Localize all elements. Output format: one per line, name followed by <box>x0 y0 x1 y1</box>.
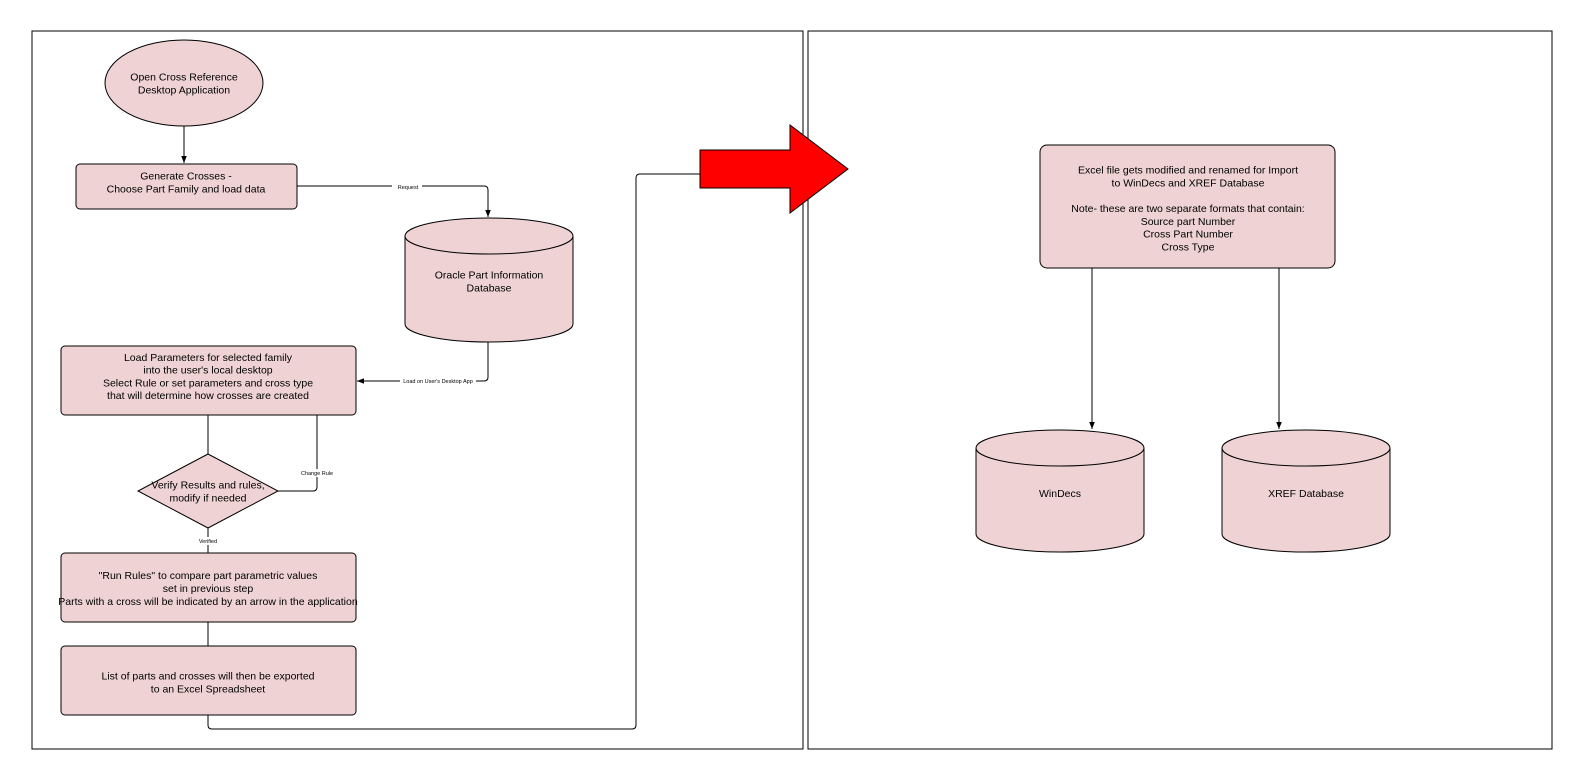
node-text-line: Cross Type <box>1162 241 1215 253</box>
node-export <box>60 645 357 716</box>
node-text-line: Cross Part Number <box>1143 229 1233 241</box>
node-xref-db <box>1221 429 1391 553</box>
right-panel-frame <box>807 30 1553 750</box>
node-excel-modified-text: Excel file gets modified and renamed for… <box>1071 165 1304 254</box>
node-text-line: into the user's local desktop <box>143 365 272 377</box>
node-oracle-db <box>404 217 574 343</box>
node-text-line: Oracle Part Information <box>435 270 544 282</box>
node-load-params <box>60 345 357 416</box>
node-verify-text: Verify Results and rules,modify if neede… <box>151 480 264 505</box>
edge-label-verified-group: Verified <box>196 537 220 545</box>
node-text-line: Source part Number <box>1141 216 1236 228</box>
node-text-line <box>1187 190 1190 202</box>
node-text-line: Desktop Application <box>138 84 230 96</box>
node-text-line: WinDecs <box>1039 488 1081 500</box>
node-text-line: Select Rule or set parameters and cross … <box>103 377 313 389</box>
node-generate-crosses-text: Generate Crosses -Choose Part Family and… <box>107 171 266 196</box>
node-text-line: modify if needed <box>169 492 246 504</box>
edge-label-request-group: Request <box>392 183 422 191</box>
node-text-line: set in previous step <box>163 583 254 595</box>
edge-load-on-desktop <box>357 342 489 384</box>
edge-request <box>297 185 491 217</box>
node-text-line: List of parts and crosses will then be e… <box>101 671 314 683</box>
edge-label-request: Request <box>398 185 419 191</box>
node-text-line: XREF Database <box>1268 488 1344 500</box>
node-verify <box>136 453 280 529</box>
node-export-text: List of parts and crosses will then be e… <box>101 671 314 696</box>
edge-label-verified: Verified <box>199 539 217 545</box>
node-run-rules-text: "Run Rules" to compare part parametric v… <box>58 570 358 608</box>
edge-label-load-group: Load on User's Desktop App <box>400 378 476 385</box>
node-generate-crosses <box>75 163 298 210</box>
edge-label-change-rule-group: Change Rule <box>298 469 336 477</box>
node-open-app <box>104 39 264 127</box>
node-text-line: Choose Part Family and load data <box>107 183 266 195</box>
node-text-line: "Run Rules" to compare part parametric v… <box>99 570 318 582</box>
edge-label-change-rule: Change Rule <box>301 471 333 477</box>
edge-change-rule <box>278 415 318 492</box>
node-windecs-text: WinDecs <box>1039 488 1081 500</box>
node-text-line: Verify Results and rules, <box>151 480 264 492</box>
edge-label-load-on-desktop: Load on User's Desktop App <box>403 379 473 385</box>
node-text-line: Excel file gets modified and renamed for… <box>1078 165 1298 177</box>
node-text-line: Open Cross Reference <box>130 72 238 84</box>
node-text-line: Parts with a cross will be indicated by … <box>58 596 358 608</box>
transition-arrow-icon <box>699 123 849 215</box>
node-text-line: Load Parameters for selected family <box>124 352 293 364</box>
node-text-line: that will determine how crosses are crea… <box>107 390 309 402</box>
node-xref-db-text: XREF Database <box>1268 488 1344 500</box>
node-text-line: to an Excel Spreadsheet <box>151 683 265 695</box>
node-excel-modified <box>1039 144 1336 269</box>
node-text-line: Generate Crosses - <box>140 171 232 183</box>
edge-export-to-right <box>207 173 700 730</box>
node-text-line: Note- these are two separate formats tha… <box>1071 203 1304 215</box>
node-windecs <box>975 429 1145 553</box>
node-run-rules <box>60 552 357 623</box>
node-text-line: Database <box>467 282 512 294</box>
node-text-line: to WinDecs and XREF Database <box>1112 177 1265 189</box>
